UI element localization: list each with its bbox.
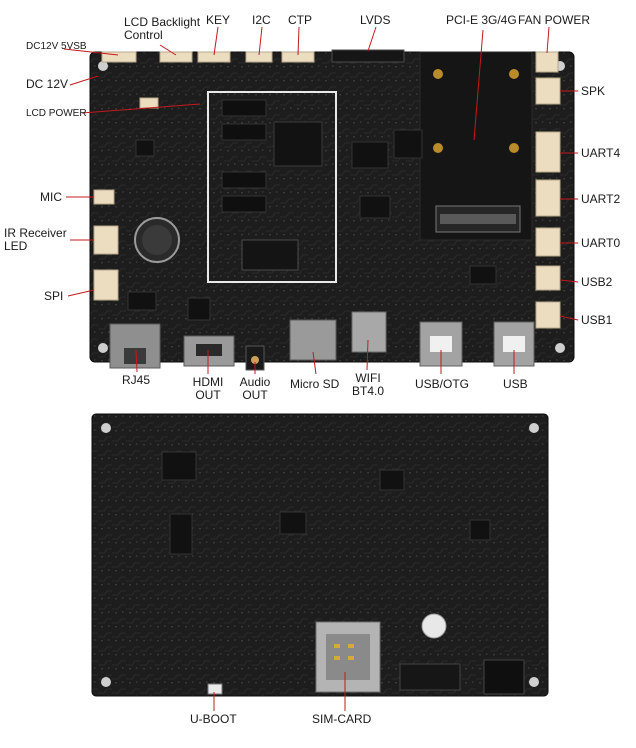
label-lcd-power: LCD POWER (26, 108, 87, 119)
label-uart0: UART0 (581, 236, 621, 250)
rj45-port (109, 323, 161, 369)
label-ctp: CTP (288, 13, 312, 27)
label-dc12v-5vsb: DC12V 5VSB (26, 41, 87, 52)
label-spi: SPI (44, 289, 64, 303)
spi-connector (93, 269, 119, 301)
label-key: KEY (206, 13, 231, 27)
lcd-backlight-connector (159, 51, 193, 63)
label-ir-receiver: IR Receiver LED (4, 226, 67, 253)
usb2-connector (535, 265, 561, 291)
label-usb1: USB1 (581, 313, 613, 327)
label-mic: MIC (40, 190, 62, 204)
label-micro-sd: Micro SD (290, 377, 340, 391)
uart4-connector (535, 131, 561, 173)
bottom-board (91, 413, 549, 697)
hdmi-port (183, 335, 235, 367)
usb1-connector (535, 301, 561, 329)
uart2-connector (535, 179, 561, 217)
warranty-sticker (421, 613, 447, 639)
label-sim-card: SIM-CARD (312, 712, 372, 726)
dc12v-5vsb-connector (101, 51, 137, 63)
ir-receiver-connector (93, 225, 119, 255)
label-pcie: PCI-E 3G/4G (446, 13, 517, 27)
spk-connector (535, 77, 561, 105)
label-hdmi-out: HDMI OUT (192, 375, 224, 402)
wifi-module (351, 311, 387, 353)
uart0-connector (535, 227, 561, 257)
label-wifi: WIFI BT4.0 (351, 371, 384, 398)
label-usb: USB (503, 377, 528, 391)
label-uart4: UART4 (581, 146, 621, 160)
mic-connector (93, 189, 115, 205)
label-i2c: I2C (252, 13, 271, 27)
leader-lines (63, 26, 579, 711)
label-lvds: LVDS (360, 13, 391, 27)
label-spk: SPK (581, 84, 606, 98)
fan-power-connector (535, 51, 559, 73)
label-uart2: UART2 (581, 192, 621, 206)
label-u-boot: U-BOOT (190, 712, 237, 726)
label-audio-out: Audio OUT (239, 375, 271, 402)
top-board (89, 49, 575, 371)
label-usb2: USB2 (581, 275, 613, 289)
emmc-chip (241, 239, 299, 271)
core-module-outline (207, 91, 337, 283)
label-lcd-backlight: LCD Backlight Control (124, 15, 201, 42)
label-dc12v: DC 12V (26, 77, 69, 91)
u-boot-button (207, 683, 223, 695)
label-fan-power: FAN POWER (518, 13, 591, 27)
lvds-header (331, 49, 405, 63)
label-usb-otg: USB/OTG (415, 377, 470, 391)
label-rj45: RJ45 (122, 373, 151, 387)
